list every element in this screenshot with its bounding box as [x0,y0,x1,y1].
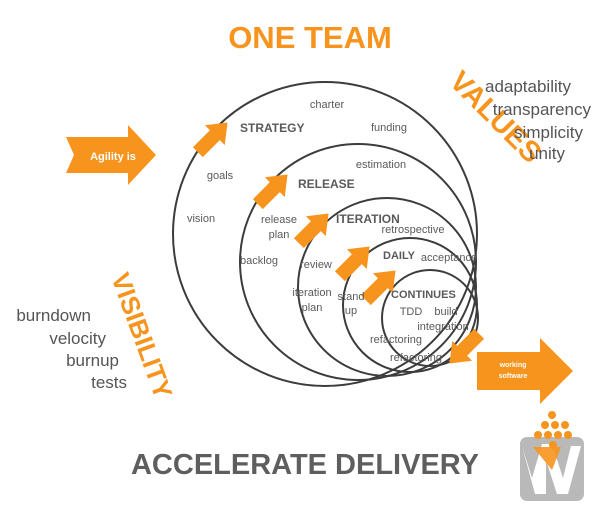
item-acceptance: acceptance [421,252,477,264]
label-iteration: ITERATION [336,212,400,226]
item-integration: integration [417,321,468,333]
item-tdd: TDD [400,306,423,318]
item-funding: funding [371,122,407,134]
item-charter: charter [310,99,345,111]
arrow-release [252,174,288,210]
item-iteration-plan: plan [302,302,323,314]
exit-arrow-label-line2: software [499,373,528,380]
cycle-rings [172,81,479,387]
entry-arrow-label: Agility is [90,151,136,163]
item-release-plan: plan [269,229,290,241]
arrow-exit-diagonal [449,328,485,364]
item-refactoring-outer: refactoring [370,334,422,346]
arrow-daily [334,246,370,282]
metric-burndown: burndown [16,306,91,325]
headline-accelerate-delivery: ACCELERATE DELIVERY [131,449,479,481]
label-continues: CONTINUES [391,289,456,301]
entry-arrow: Agility is [66,125,156,185]
exit-arrow: working software [477,338,573,404]
ring-continues [381,269,479,367]
item-vision: vision [187,213,215,225]
exit-arrow-label-line1: working [499,362,527,369]
ring-release [239,143,477,381]
entry-arrow-shape [66,125,156,185]
metric-tests: tests [91,373,127,392]
logo-accent [533,447,561,470]
exit-arrow-shape [477,338,573,404]
item-retrospective: retrospective [382,224,445,236]
company-logo [520,411,584,501]
ring-strategy [172,81,478,387]
item-release: release [261,214,297,226]
arrow-strategy [192,122,228,158]
practice-words: charter funding goals vision estimation … [187,99,477,364]
item-iteration: iteration [292,287,331,299]
value-unity: unity [529,144,565,163]
item-stand: stand [338,291,365,303]
item-goals: goals [207,170,234,182]
metric-burnup: burnup [66,351,119,370]
cycle-arrows [192,122,485,364]
value-adaptability: adaptability [485,77,572,96]
cycle-labels: STRATEGY RELEASE ITERATION DAILY CONTINU… [240,121,456,301]
value-simplicity: simplicity [514,123,583,142]
label-release: RELEASE [298,177,355,191]
item-refactoring-inner: refactoring [390,352,442,364]
item-build: build [434,306,457,318]
item-review: review [300,259,332,271]
item-estimation: estimation [356,159,406,171]
item-backlog: backlog [240,255,278,267]
visibility-list: burndown velocity burnup tests [16,306,127,392]
metric-velocity: velocity [49,329,106,348]
label-daily: DAILY [383,250,416,262]
headline-one-team: ONE TEAM [228,20,392,55]
arrow-continues [360,270,396,306]
arrow-iteration [293,213,329,249]
ring-iteration [297,197,477,377]
label-strategy: STRATEGY [240,121,304,135]
value-transparency: transparency [493,100,592,119]
values-list: adaptability transparency simplicity uni… [485,77,592,163]
item-up: up [345,305,357,317]
